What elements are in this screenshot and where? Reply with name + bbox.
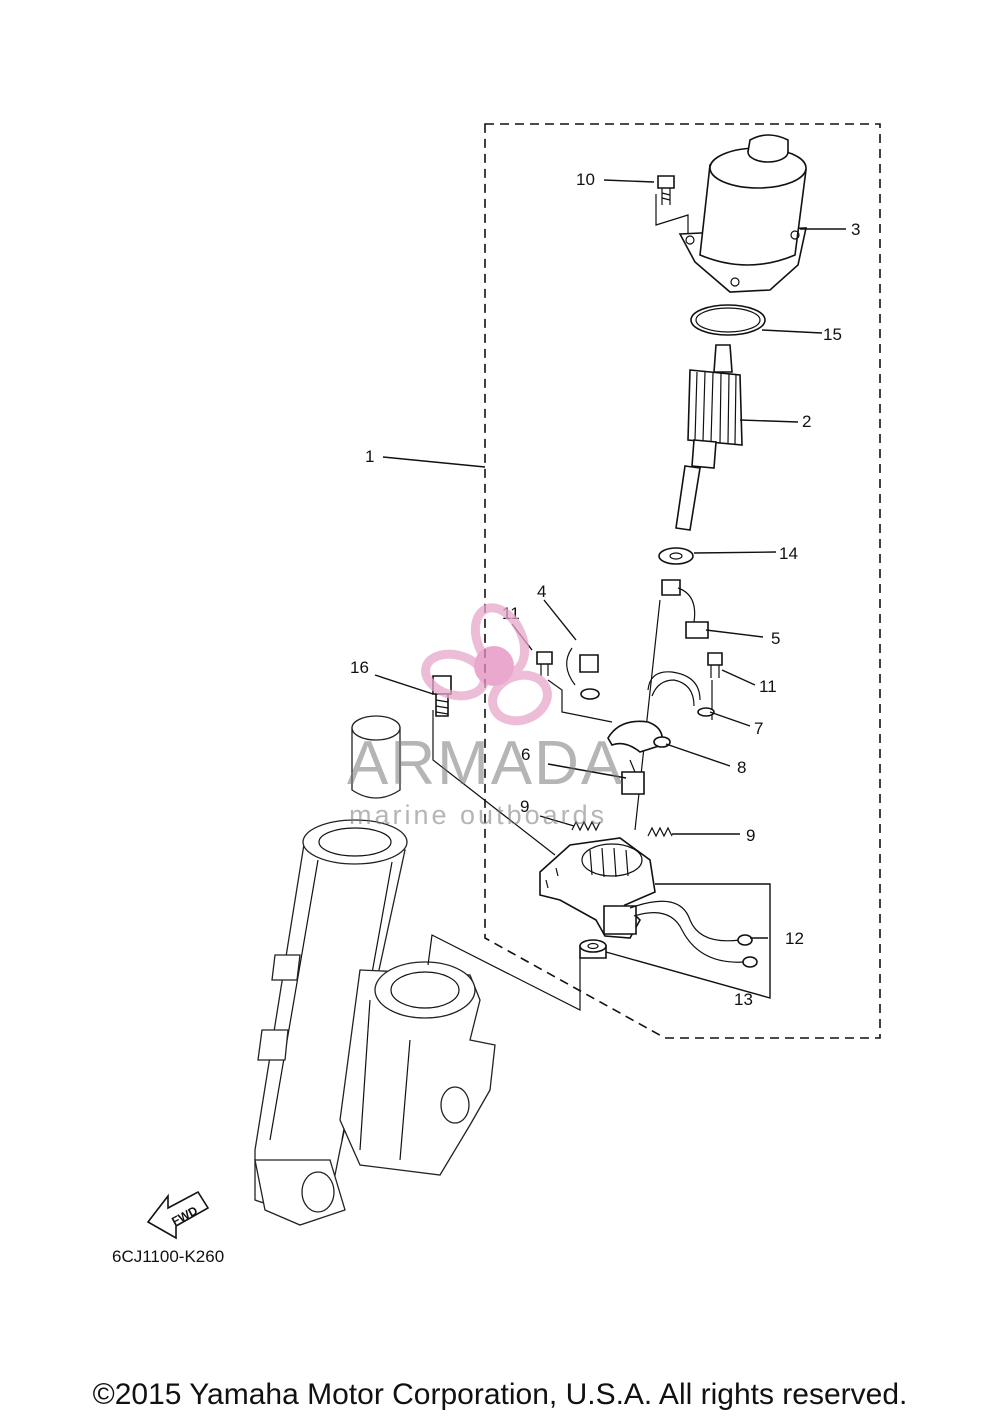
callout-label: 14 bbox=[779, 544, 798, 563]
callout-label: 9 bbox=[746, 826, 755, 845]
callout-label: 9 bbox=[520, 797, 529, 816]
fwd-arrow-icon: FWD bbox=[146, 1190, 210, 1240]
part-armature-2 bbox=[675, 344, 743, 531]
drawing-code: 6CJ1100-K260 bbox=[112, 1247, 225, 1266]
callout-label: 4 bbox=[537, 582, 546, 601]
part-motor-yoke bbox=[678, 134, 808, 293]
watermark-title: ARMADA bbox=[347, 729, 625, 798]
callout-label: 12 bbox=[785, 929, 804, 948]
callout-label: 1 bbox=[365, 447, 374, 466]
part-o-ring-15 bbox=[690, 304, 766, 336]
assembly-boundary bbox=[484, 123, 881, 1039]
part-washer-14 bbox=[658, 547, 694, 565]
watermark-subtitle: marine outboards bbox=[349, 800, 608, 830]
part-screw-11b bbox=[707, 652, 723, 678]
part-spring-9b bbox=[647, 826, 673, 838]
armada-logo-icon bbox=[421, 603, 552, 726]
part-brush-6 bbox=[621, 759, 645, 795]
callout-label: 11 bbox=[759, 677, 777, 696]
callout-label: 13 bbox=[734, 990, 753, 1009]
callout-label: 3 bbox=[851, 220, 860, 239]
part-screw-10 bbox=[657, 175, 675, 205]
tilt-cylinder-unit bbox=[254, 715, 496, 1226]
part-brush-5 bbox=[661, 579, 709, 639]
callout-label: 16 bbox=[350, 658, 369, 677]
part-spring-9a bbox=[571, 820, 601, 832]
callout-label: 5 bbox=[771, 629, 780, 648]
callout-label: 15 bbox=[823, 325, 842, 344]
part-plate-8 bbox=[607, 720, 671, 753]
callout-label: 6 bbox=[521, 745, 530, 764]
part-bracket-12 bbox=[539, 837, 758, 968]
callout-label: 2 bbox=[802, 412, 811, 431]
callout-label: 8 bbox=[737, 758, 746, 777]
callout-label: 10 bbox=[576, 170, 595, 189]
callout-label: 7 bbox=[754, 719, 763, 738]
part-lead-7 bbox=[647, 671, 715, 717]
copyright-notice: ©2015 Yamaha Motor Corporation, U.S.A. A… bbox=[92, 1378, 908, 1411]
part-screw-11a bbox=[536, 651, 553, 676]
part-brush-4 bbox=[566, 647, 600, 700]
part-bushing-13 bbox=[579, 939, 607, 959]
